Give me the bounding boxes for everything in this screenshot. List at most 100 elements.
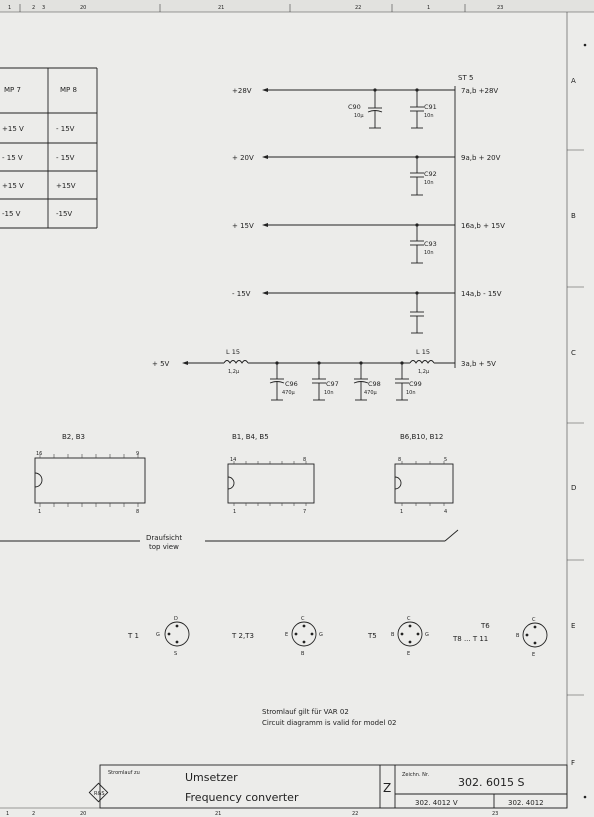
frame-num: 23 [492,811,498,817]
view-label: top view [149,543,179,551]
frame-num: 21 [218,5,224,11]
rail-label-right: 3a,b + 5V [461,360,496,368]
cap-value: 10n [424,180,434,186]
frame-num: 22 [352,811,358,817]
pin-label: G [425,632,429,638]
pin-label: D [174,616,178,622]
frame-letter: D [571,484,576,492]
power-supply-schematic: ST 5 +28V 7a,b +28V C90 10μ [152,74,505,401]
cap-name: C91 [424,103,437,111]
ic-pin-number: 1 [38,509,41,515]
transistor-t5: T5 C B G E [367,616,429,657]
rail-label-left: - 15V [232,290,251,298]
frame-num: 1 [8,5,11,11]
drawing-number-label: Zeichn. Nr. [402,772,429,778]
cap-value: 10n [406,390,416,396]
capacitor-c96: C96 470μ [269,361,298,401]
view-label: Draufsicht [146,534,182,542]
pin-label: C [407,616,411,622]
table-cell: - 15 V [2,154,23,162]
capacitor-c98: C98 470μ [353,361,381,401]
inductor-value: 1,2μ [228,369,240,375]
frame-num: 22 [355,5,361,11]
cap-name: C99 [409,380,422,388]
cap-value: 10n [424,250,434,256]
frame-num: 20 [80,5,86,11]
pin-label: G [156,632,160,638]
ic-package-14pin: B1, B4, B5 14 8 1 7 [227,433,315,515]
rail-plus20v: + 20V 9a,b + 20V C92 10n [232,154,501,196]
table-header: MP 7 [4,86,21,94]
rail-label-right: 7a,b +28V [461,87,498,95]
frame-num: 2 [32,811,35,817]
transistor-label: T5 [367,632,377,640]
frame-num: 23 [497,5,503,11]
cap-value: 10n [324,390,334,396]
cap-name: C96 [285,380,298,388]
pin-label: B [391,632,395,638]
table-cell: -15 V [2,210,21,218]
rail-plus15v: + 15V 16a,b + 15V C93 10n [232,222,505,264]
validity-note-de: Stromlauf gilt für VAR 02 [262,708,349,716]
drawing-number: 302. 6015 S [458,776,524,789]
capacitor-c97: C97 10n [312,361,339,401]
table-header: MP 8 [60,86,77,94]
frame-letter: B [571,212,576,220]
pin-label: E [532,652,535,658]
ic-pin-number: 7 [303,509,306,515]
frame-num: 20 [80,811,86,817]
top-frame-strip [0,0,594,12]
rail-label-left: + 20V [232,154,254,162]
frame-letter: F [571,759,575,767]
table-cell: - 15V [56,154,75,162]
capacitor-c92: C92 10n [410,155,437,196]
title-block: Stromlauf zu R&S Umsetzer Frequency conv… [88,764,568,809]
table-cell: -15V [56,210,72,218]
rail-label-left: + 15V [232,222,254,230]
pin-label: B [516,633,520,639]
ic-pin-number: 1 [400,509,403,515]
frame-num: 1 [6,811,9,817]
ic-pin-number: 8 [398,457,401,463]
connector-label: ST 5 [458,74,473,82]
ic-pin-number: 8 [303,457,306,463]
frame-letter: C [571,349,576,357]
cap-value: 10n [424,113,434,119]
frame-num: 2 [32,5,35,11]
pin-label: E [285,632,288,638]
frame-letter: A [571,77,576,85]
frame-bottom-numbers: 1 2 20 21 22 23 [6,811,498,817]
rail-label-left: + 5V [152,360,170,368]
cap-name: C90 [348,103,361,111]
ic-pin-number: 14 [230,457,236,463]
mp-voltage-table: MP 7 MP 8 +15 V - 15V - 15 V - 15V +15 V… [0,67,98,229]
ic-pin-number: 4 [444,509,447,515]
inductor-name: L 15 [416,348,430,356]
inductor-l15-left: L 15 1,2μ [223,348,249,375]
cap-name: C92 [424,170,437,178]
rail-label-right: 14a,b - 15V [461,290,502,298]
frame-num: 1 [427,5,430,11]
ic-label: B6,B10, B12 [400,433,443,441]
frame-right-letters: A B C D E F [567,43,587,799]
cap-value: 10μ [354,113,364,119]
table-cell: +15 V [2,125,24,133]
ic-pin-number: 16 [36,451,42,457]
rail-minus15v: - 15V 14a,b - 15V [232,290,502,334]
title-z-mark: Z [383,781,391,795]
cap-value: 470μ [282,390,296,396]
frame-num: 3 [42,5,45,11]
svg-text:R&S: R&S [94,791,105,797]
cap-name: C98 [368,380,381,388]
capacitor-c91: C91 10n [410,88,437,129]
inductor-value: 1,2μ [418,369,430,375]
table-cell: +15 V [2,182,24,190]
pin-label: C [532,617,536,623]
title-german: Umsetzer [185,771,238,784]
frame-num: 21 [215,811,221,817]
ic-package-16pin: B2, B3 16 9 1 8 [34,433,146,515]
inductor-name: L 15 [226,348,240,356]
capacitor-c90: C90 10μ [348,88,383,129]
table-cell: +15V [56,182,76,190]
